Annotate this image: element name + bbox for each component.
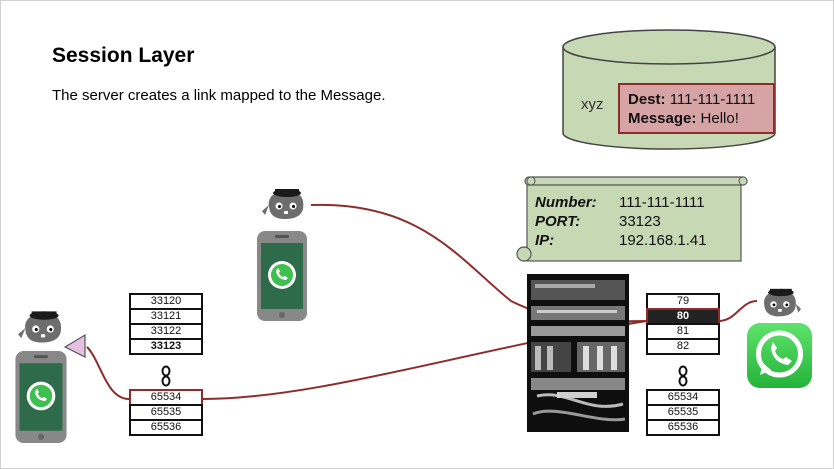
message-key: Message:: [628, 110, 697, 127]
port-key: PORT:: [535, 213, 581, 230]
gopher-mascot-bottom: [15, 309, 69, 352]
scroll-shape: [516, 176, 748, 262]
server-rack-image: [527, 274, 629, 432]
link-line-server-right: [718, 300, 758, 322]
server-port-stack-top: 79 80 81 82: [646, 293, 720, 355]
message-value: Hello!: [700, 110, 739, 127]
gopher-mascot-top: [259, 187, 311, 228]
number-value: 111-111-1111: [619, 194, 705, 211]
whatsapp-app-icon: [747, 323, 812, 388]
gopher-mascot-server: [755, 287, 803, 325]
port-cell: 65535: [646, 404, 720, 421]
client-port-stack-top: 33120 33121 33122 33123: [129, 293, 203, 355]
number-key: Number:: [535, 194, 597, 211]
arrow-head: [63, 333, 86, 358]
dest-key: Dest:: [628, 91, 666, 108]
chain-icon: [678, 365, 688, 387]
slide-title: Session Layer: [52, 44, 195, 67]
port-value: 33123: [619, 213, 661, 230]
port-cell-active: 33123: [129, 338, 203, 355]
database-label: xyz: [581, 96, 604, 113]
port-cell: 65536: [129, 419, 203, 436]
chain-icon: [161, 365, 171, 387]
phone-top: [257, 231, 307, 326]
port-cell: 82: [646, 338, 720, 355]
link-line-client-arrow: [86, 346, 130, 400]
port-cell: 65536: [646, 419, 720, 436]
ip-value: 192.168.1.41: [619, 232, 707, 249]
server-port-stack-bottom: 65534 65535 65536: [646, 389, 720, 436]
port-cell: 33121: [129, 308, 203, 325]
client-port-stack-bottom: 65534 65535 65536: [129, 389, 203, 436]
database-record: Dest: 111-111-1111 Message: Hello!: [618, 83, 775, 134]
dest-value: 111-111-1111: [669, 91, 756, 108]
slide-subtitle: The server creates a link mapped to the …: [52, 87, 386, 104]
ip-key: IP:: [535, 232, 555, 249]
scroll-note: Number: 111-111-1111 PORT: 33123 IP: 192.16…: [535, 193, 707, 250]
phone-bottom: [15, 351, 67, 448]
